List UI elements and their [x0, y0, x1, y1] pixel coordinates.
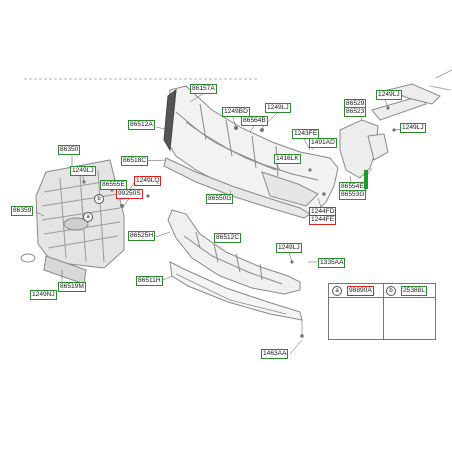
- label-86564b: 86564B: [241, 116, 268, 126]
- table-callout-a: a: [332, 286, 342, 296]
- label-25388l: 25388L: [401, 286, 428, 296]
- label-1249lj-right-top: 1249LJ: [376, 90, 402, 100]
- label-1249lj-top: 1249LJ: [265, 103, 291, 113]
- callout-a: a: [83, 212, 93, 222]
- grille-assembly: [35, 159, 125, 285]
- label-86359: 86359: [11, 206, 34, 216]
- label-86157a: 86157A: [190, 84, 217, 94]
- label-1335aa: 1335AA: [318, 258, 346, 268]
- label-86523: 86523: [344, 107, 367, 117]
- label-86525h: 86525H: [128, 231, 156, 241]
- table-callout-b: b: [386, 286, 396, 296]
- label-1244fe: 1244FE: [309, 215, 337, 225]
- label-1249lj-grille: 1249LJ: [70, 166, 96, 176]
- label-99250s: 99250S: [116, 189, 143, 199]
- callout-b: b: [94, 194, 104, 204]
- reference-table: a 98890A b 25388L: [328, 283, 436, 340]
- emblem: [20, 253, 36, 263]
- label-1249nj: 1249NJ: [30, 290, 57, 300]
- label-86512a: 86512A: [128, 120, 155, 130]
- label-98890a: 98890A: [347, 286, 374, 296]
- lower-bumper-outline: [167, 209, 301, 295]
- label-1416lk: 1416LK: [274, 154, 301, 164]
- label-86553g: 86553G: [339, 190, 367, 200]
- label-1249bd: 1249BD: [222, 107, 250, 117]
- label-86518c: 86518C: [121, 156, 149, 166]
- label-86519m: 86519M: [58, 282, 86, 292]
- label-86555e: 86555E: [100, 180, 127, 190]
- label-1249lj-lower: 1249LJ: [276, 243, 302, 253]
- label-1491ad: 1491AD: [309, 138, 337, 148]
- upper-molding: [163, 157, 311, 219]
- label-86350: 86350: [58, 145, 81, 155]
- reference-table-divider: [383, 284, 384, 339]
- label-1249lq: 1249LQ: [134, 176, 162, 186]
- label-86550g: 86550G: [206, 194, 234, 204]
- label-86512c: 86512C: [214, 233, 242, 243]
- label-1463aa: 1463AA: [261, 349, 289, 359]
- reference-table-header: [329, 284, 435, 298]
- label-highlight-lower: [364, 179, 368, 189]
- fasteners: [50, 106, 396, 338]
- label-1243fe: 1243FE: [292, 129, 320, 139]
- bumper-cover-outline: [163, 85, 339, 215]
- label-86511h: 86511H: [136, 276, 163, 286]
- label-1249lj-right: 1249LJ: [400, 123, 426, 133]
- side-bracket: [339, 83, 441, 179]
